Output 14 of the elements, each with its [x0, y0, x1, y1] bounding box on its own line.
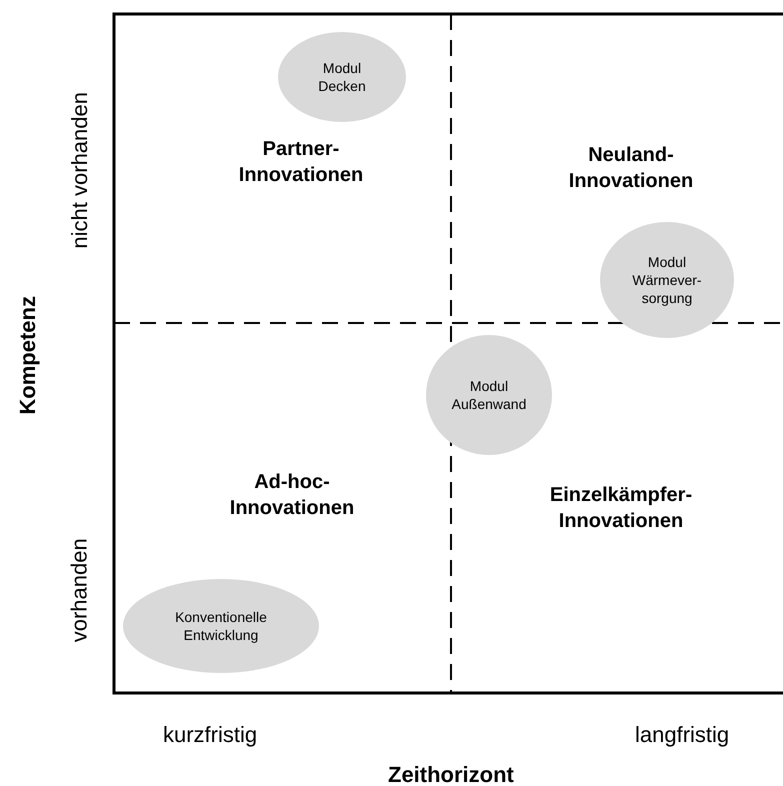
quadrant-label: Ad-hoc- Innovationen: [228, 470, 356, 521]
module-label: Modul Decken: [317, 58, 367, 96]
axis-title: Zeithorizont: [388, 760, 514, 786]
module-label: Modul Wärmever- sorgung: [631, 252, 703, 308]
axis-tick-label: vorhanden: [66, 538, 93, 642]
quadrant-label: Einzelkämpfer- Innovationen: [548, 483, 694, 534]
module-label: Modul Außenwand: [450, 376, 528, 414]
axis-tick-label: nicht vorhanden: [65, 92, 92, 248]
axis-tick-label: kurzfristig: [163, 720, 258, 749]
axis-title: Kompetenz: [13, 296, 40, 414]
axis-tick-label: langfristig: [635, 720, 730, 749]
module-label: Konventionelle Entwicklung: [174, 608, 268, 644]
quadrant-label: Neuland- Innovationen: [568, 143, 694, 194]
quadrant-label: Partner- Innovationen: [238, 137, 364, 188]
